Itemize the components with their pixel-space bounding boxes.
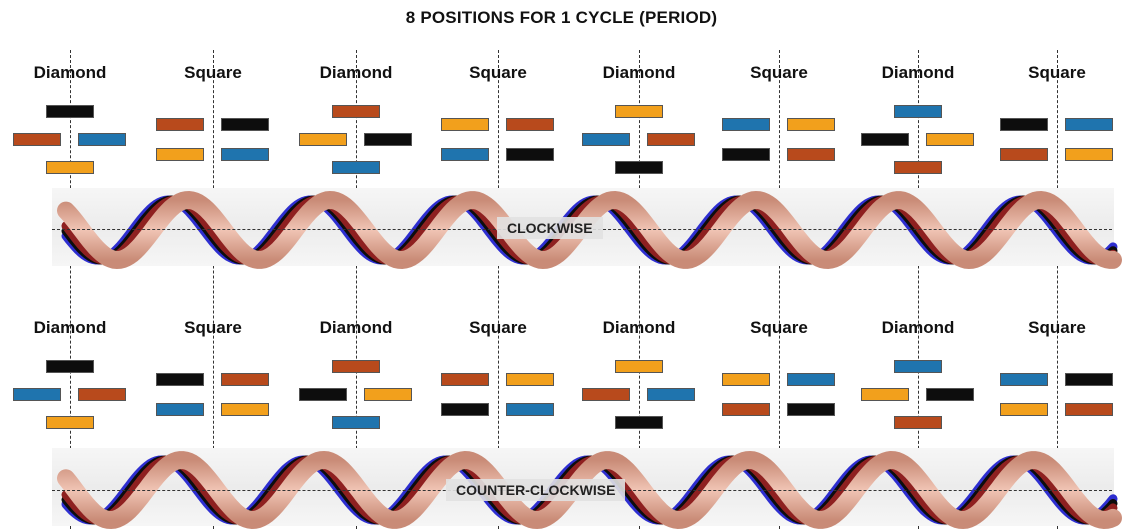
counter-clockwise-position-7-label: Diamond: [881, 318, 955, 337]
position-guide-line: [70, 50, 71, 529]
counter-clockwise-direction-label: COUNTER-CLOCKWISE: [446, 479, 626, 501]
clockwise-position-1-blue-bar: [78, 133, 126, 146]
counter-clockwise-position-2-black-bar: [156, 373, 204, 386]
clockwise-position-8-blue-bar: [1065, 118, 1113, 131]
clockwise-position-6-red-bar: [787, 148, 835, 161]
clockwise-position-8-red-bar: [1000, 148, 1048, 161]
counter-clockwise-position-4-black-bar: [441, 403, 489, 416]
counter-clockwise-position-5-label: Diamond: [602, 318, 676, 337]
clockwise-position-6-orange-bar: [787, 118, 835, 131]
counter-clockwise-position-7-blue-bar: [894, 360, 942, 373]
clockwise-position-2-red-bar: [156, 118, 204, 131]
counter-clockwise-position-6-black-bar: [787, 403, 835, 416]
clockwise-position-2-blue-bar: [221, 148, 269, 161]
clockwise-position-3-orange-bar: [299, 133, 347, 146]
counter-clockwise-position-3-blue-bar: [332, 416, 380, 429]
counter-clockwise-position-5-red-bar: [582, 388, 630, 401]
clockwise-position-6-black-bar: [722, 148, 770, 161]
clockwise-position-3-black-bar: [364, 133, 412, 146]
counter-clockwise-position-3-label: Diamond: [319, 318, 393, 337]
clockwise-position-2-black-bar: [221, 118, 269, 131]
clockwise-position-1-black-bar: [46, 105, 94, 118]
counter-clockwise-position-1-black-bar: [46, 360, 94, 373]
counter-clockwise-position-7-black-bar: [926, 388, 974, 401]
counter-clockwise-position-2-red-bar: [221, 373, 269, 386]
counter-clockwise-position-1-red-bar: [78, 388, 126, 401]
clockwise-position-5-black-bar: [615, 161, 663, 174]
position-guide-line: [1057, 50, 1058, 529]
position-guide-line: [356, 50, 357, 529]
clockwise-position-8-label: Square: [1028, 63, 1086, 82]
clockwise-position-7-blue-bar: [894, 105, 942, 118]
clockwise-position-1-label: Diamond: [33, 63, 107, 82]
position-guide-line: [498, 50, 499, 529]
clockwise-position-6-blue-bar: [722, 118, 770, 131]
counter-clockwise-position-4-label: Square: [469, 318, 527, 337]
counter-clockwise-position-8-black-bar: [1065, 373, 1113, 386]
counter-clockwise-position-6-blue-bar: [787, 373, 835, 386]
clockwise-position-1-orange-bar: [46, 161, 94, 174]
clockwise-position-8-orange-bar: [1065, 148, 1113, 161]
position-guide-line: [918, 50, 919, 529]
clockwise-position-1-red-bar: [13, 133, 61, 146]
counter-clockwise-position-8-blue-bar: [1000, 373, 1048, 386]
diagram-title: 8 POSITIONS FOR 1 CYCLE (PERIOD): [405, 8, 718, 27]
clockwise-position-7-red-bar: [894, 161, 942, 174]
counter-clockwise-position-6-red-bar: [722, 403, 770, 416]
position-guide-line: [779, 50, 780, 529]
counter-clockwise-position-1-blue-bar: [13, 388, 61, 401]
helix-strand-copper: [57, 190, 1122, 270]
counter-clockwise-helix: [57, 450, 1122, 530]
position-guide-line: [639, 50, 640, 529]
clockwise-position-2-orange-bar: [156, 148, 204, 161]
counter-clockwise-position-7-orange-bar: [861, 388, 909, 401]
helix-strand-copper: [57, 450, 1122, 530]
clockwise-position-6-label: Square: [750, 63, 808, 82]
counter-clockwise-position-4-red-bar: [441, 373, 489, 386]
clockwise-helix: [57, 190, 1122, 270]
clockwise-position-5-red-bar: [647, 133, 695, 146]
counter-clockwise-position-8-label: Square: [1028, 318, 1086, 337]
clockwise-position-5-blue-bar: [582, 133, 630, 146]
clockwise-direction-label: CLOCKWISE: [497, 217, 603, 239]
counter-clockwise-position-3-red-bar: [332, 360, 380, 373]
counter-clockwise-position-6-orange-bar: [722, 373, 770, 386]
counter-clockwise-position-1-orange-bar: [46, 416, 94, 429]
clockwise-position-7-orange-bar: [926, 133, 974, 146]
clockwise-position-7-label: Diamond: [881, 63, 955, 82]
counter-clockwise-position-5-blue-bar: [647, 388, 695, 401]
clockwise-position-3-label: Diamond: [319, 63, 393, 82]
counter-clockwise-position-2-label: Square: [184, 318, 242, 337]
clockwise-position-4-orange-bar: [441, 118, 489, 131]
clockwise-position-4-black-bar: [506, 148, 554, 161]
clockwise-position-3-blue-bar: [332, 161, 380, 174]
counter-clockwise-position-7-red-bar: [894, 416, 942, 429]
counter-clockwise-position-3-orange-bar: [364, 388, 412, 401]
counter-clockwise-position-1-label: Diamond: [33, 318, 107, 337]
counter-clockwise-position-2-orange-bar: [221, 403, 269, 416]
counter-clockwise-position-5-orange-bar: [615, 360, 663, 373]
position-guide-line: [213, 50, 214, 529]
counter-clockwise-position-8-orange-bar: [1000, 403, 1048, 416]
clockwise-position-8-black-bar: [1000, 118, 1048, 131]
clockwise-position-3-red-bar: [332, 105, 380, 118]
clockwise-position-5-label: Diamond: [602, 63, 676, 82]
counter-clockwise-position-8-red-bar: [1065, 403, 1113, 416]
clockwise-position-2-label: Square: [184, 63, 242, 82]
counter-clockwise-position-6-label: Square: [750, 318, 808, 337]
counter-clockwise-position-3-black-bar: [299, 388, 347, 401]
clockwise-position-4-blue-bar: [441, 148, 489, 161]
clockwise-position-4-red-bar: [506, 118, 554, 131]
clockwise-position-7-black-bar: [861, 133, 909, 146]
clockwise-position-5-orange-bar: [615, 105, 663, 118]
counter-clockwise-position-4-orange-bar: [506, 373, 554, 386]
counter-clockwise-position-2-blue-bar: [156, 403, 204, 416]
counter-clockwise-position-4-blue-bar: [506, 403, 554, 416]
counter-clockwise-position-5-black-bar: [615, 416, 663, 429]
clockwise-position-4-label: Square: [469, 63, 527, 82]
